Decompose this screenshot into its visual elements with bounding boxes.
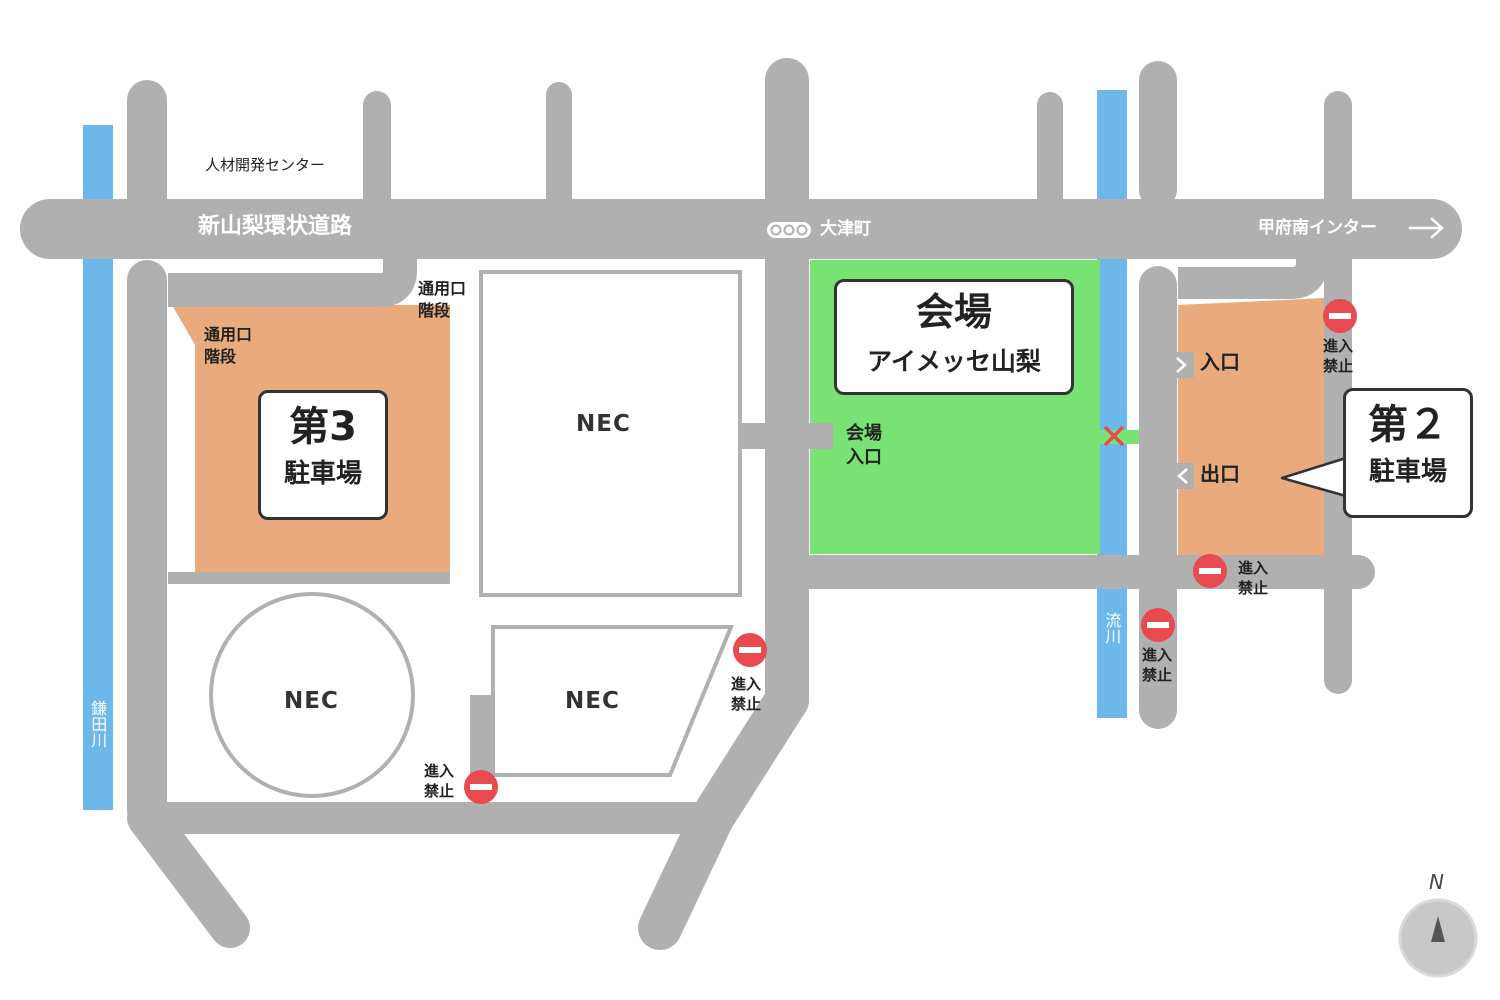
- no-entry-label: 進入禁止: [1238, 559, 1269, 598]
- building-nec-3: [491, 625, 734, 777]
- no-entry-label: 進入禁止: [424, 762, 455, 801]
- chevron-right-icon: [1176, 357, 1187, 373]
- no-entry-label: 進入禁止: [731, 675, 762, 714]
- closed-x-icon: [1104, 426, 1124, 446]
- river-nagare-label: 流川: [1102, 612, 1122, 644]
- parking3-title: 第3: [289, 404, 357, 450]
- no-entry-sign-icon: [1323, 299, 1357, 333]
- no-entry-label: 進入禁止: [1142, 646, 1173, 685]
- upper-access-label: 通用口 階段: [418, 279, 467, 320]
- service-road-left: [168, 250, 417, 307]
- exit-gate: [1170, 463, 1194, 489]
- no-entry-sign-icon: [464, 770, 498, 804]
- parking2-exit-label: 出口: [1200, 462, 1240, 486]
- no-entry-sign-icon: [1141, 608, 1175, 642]
- parking3-access-label: 通用口 階段: [204, 325, 253, 366]
- river-nagare: [1097, 90, 1127, 718]
- interchange-label: 甲府南インター: [1258, 218, 1377, 238]
- compass-icon: [1398, 898, 1478, 978]
- top-building-label: 人材開発センター: [205, 156, 326, 174]
- no-entry-label: 進入禁止: [1323, 337, 1354, 376]
- service-road-right: [1178, 250, 1328, 299]
- river-kamada-label: 鎌田川: [88, 700, 108, 748]
- parking2-subtitle: 駐車場: [1368, 457, 1447, 487]
- building-nec-2: [209, 592, 415, 798]
- road-network: [20, 58, 1462, 950]
- parking2-entry-label: 入口: [1200, 350, 1240, 374]
- no-entry-sign-icon: [1193, 554, 1227, 588]
- arrow-right-icon: [1408, 217, 1444, 239]
- venue-title: 会場: [915, 290, 992, 334]
- station-icon: [767, 222, 811, 238]
- parking3-subtitle: 駐車場: [283, 459, 362, 489]
- parking-area-2: [1178, 298, 1325, 555]
- north-label: N: [1429, 870, 1444, 894]
- building-nec-1: [479, 270, 742, 597]
- nec-label-2: NEC: [284, 688, 339, 714]
- venue-name: アイメッセ山梨: [867, 346, 1041, 376]
- nec-label-3: NEC: [565, 688, 620, 714]
- main-road-label: 新山梨環状道路: [198, 214, 353, 239]
- station-label: 大津町: [820, 219, 871, 239]
- parking2-title: 第２: [1368, 402, 1448, 448]
- venue-entrance-label: 会場 入口: [846, 423, 882, 469]
- entry-gate: [1170, 352, 1194, 378]
- parking3-box: 第3 駐車場: [258, 390, 388, 520]
- venue-title-box: 会場 アイメッセ山梨: [834, 279, 1074, 395]
- parking2-box: 第２ 駐車場: [1343, 388, 1473, 518]
- no-entry-sign-icon: [733, 633, 767, 667]
- chevron-left-icon: [1177, 468, 1188, 484]
- nec-label-1: NEC: [576, 411, 631, 437]
